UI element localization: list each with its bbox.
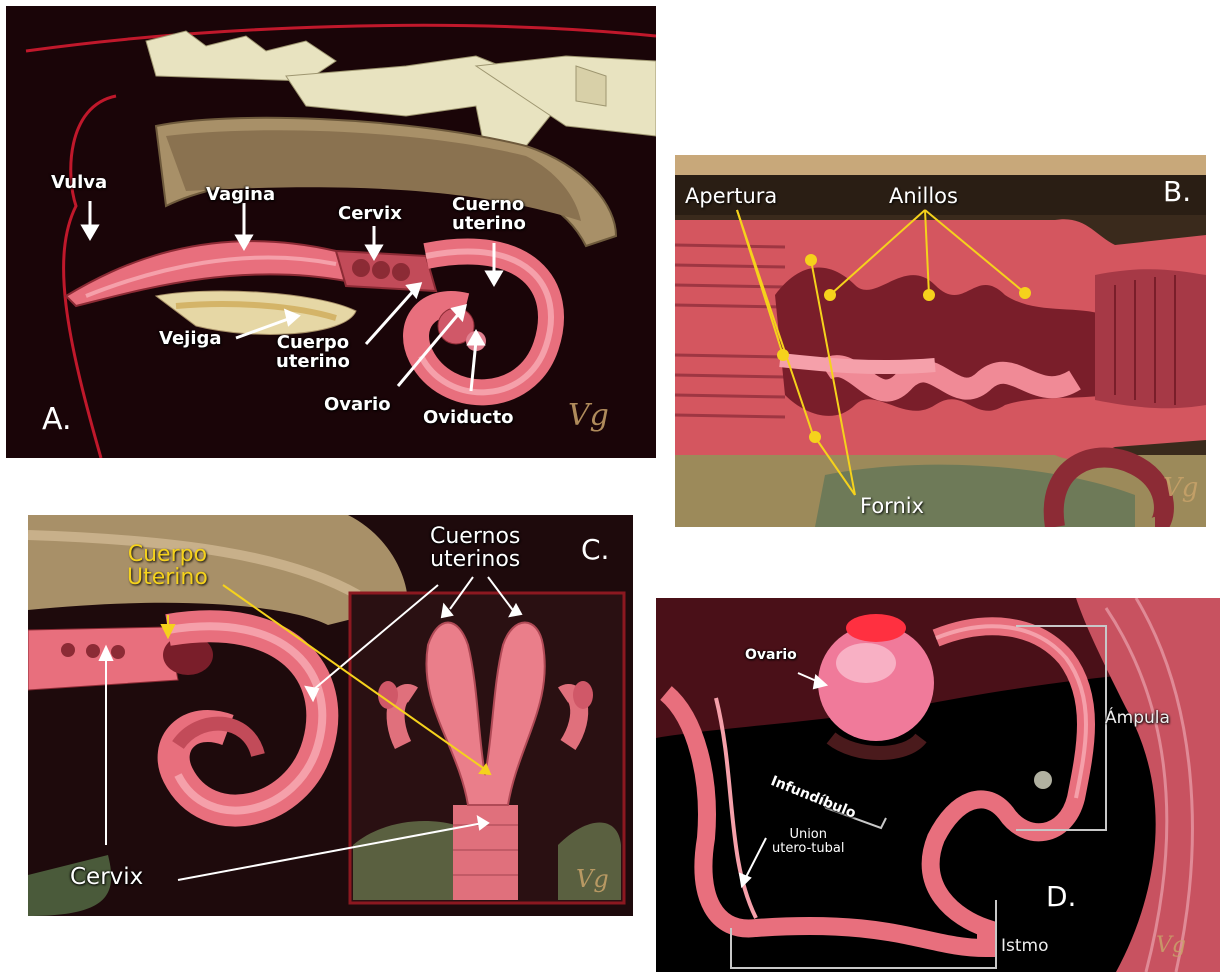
label-istmo: Istmo <box>1001 938 1049 956</box>
label-fornix: Fornix <box>860 495 924 517</box>
label-vejiga: Vejiga <box>159 330 222 349</box>
label-cervix-c: Cervix <box>70 865 143 889</box>
label-cuerpo-uterino-c: Cuerpo Uterino <box>127 543 208 589</box>
label-cuernos-uterinos: Cuernos uterinos <box>430 525 520 571</box>
label-cuerno-uterino: Cuerno uterino <box>452 196 526 234</box>
body-outline <box>26 25 656 51</box>
label-union-utero-tubal: Union utero-tubal <box>772 828 844 855</box>
artist-signature-a: Vg <box>568 398 609 433</box>
panel-d-letter: D. <box>1046 880 1076 913</box>
panel-c-letter: C. <box>581 533 609 566</box>
panel-a-letter: A. <box>42 402 72 437</box>
panel-a-illustration <box>6 6 656 458</box>
panel-b-letter: B. <box>1163 175 1191 208</box>
label-vulva: Vulva <box>51 174 107 193</box>
label-apertura: Apertura <box>685 185 777 207</box>
label-ovario-d: Ovario <box>745 648 797 663</box>
label-ampula: Ámpula <box>1105 710 1170 728</box>
label-oviducto: Oviducto <box>423 409 514 428</box>
label-ovario: Ovario <box>324 396 391 415</box>
artist-signature-b: Vg <box>1163 473 1198 503</box>
panel-d: Ovario Ámpula Infundíbulo Union utero-tu… <box>656 598 1220 972</box>
oocyte <box>1034 771 1052 789</box>
ovary <box>818 625 934 741</box>
panel-d-illustration <box>656 598 1220 972</box>
label-cuerpo-uterino: Cuerpo uterino <box>276 334 350 372</box>
panel-b: Apertura Anillos Fornix B. Vg <box>675 155 1206 527</box>
label-vagina: Vagina <box>206 186 275 205</box>
uterus-body <box>453 805 518 900</box>
panel-c: Cuerpo Uterino Cuernos uterinos Cervix C… <box>28 515 633 916</box>
panel-c-illustration <box>28 515 633 916</box>
panel-b-illustration <box>675 155 1206 527</box>
label-cervix: Cervix <box>338 205 402 224</box>
artist-signature-c: Vg <box>576 865 609 893</box>
panel-a: Vulva Vagina Cervix Cuerno uterino Vejig… <box>6 6 656 458</box>
label-anillos: Anillos <box>889 185 958 207</box>
artist-signature-d: Vg <box>1156 933 1186 958</box>
